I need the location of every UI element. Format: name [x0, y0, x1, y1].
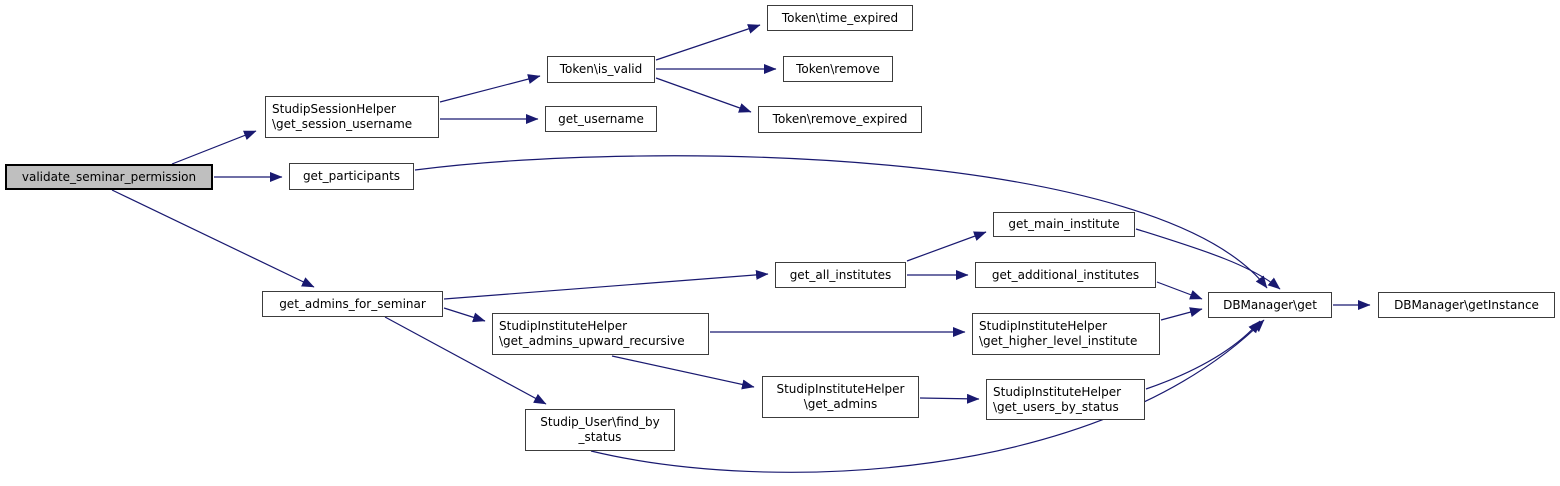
node-token-remove-expired[interactable]: Token\remove_expired — [758, 106, 922, 133]
node-token-remove[interactable]: Token\remove — [783, 56, 893, 82]
edge-users-by-status-to-dbmanager-get — [1145, 320, 1261, 390]
node-token-time-expired[interactable]: Token\time_expired — [767, 5, 913, 31]
node-get-admins-upward-recursive[interactable]: StudipInstituteHelper \get_admins_upward… — [492, 313, 709, 355]
node-get-admins[interactable]: StudipInstituteHelper \get_admins — [762, 376, 919, 418]
edge-admins-for-seminar-to-find-by-status — [384, 316, 547, 405]
edge-is-valid-to-remove-expired — [655, 77, 752, 113]
node-find-by-status[interactable]: Studip_User\find_by _status — [525, 409, 675, 451]
node-token-is-valid[interactable]: Token\is_valid — [547, 56, 655, 83]
edge-is-valid-to-time-expired — [655, 24, 761, 61]
edge-all-institutes-to-main-institute — [906, 231, 987, 262]
edge-upward-recursive-to-get-admins — [611, 355, 755, 390]
edge-participants-to-dbmanager-get — [414, 155, 1268, 289]
edge-get-admins-to-users-by-status — [919, 393, 980, 404]
node-get-username[interactable]: get_username — [545, 106, 657, 132]
node-validate-seminar-permission[interactable]: validate_seminar_permission — [5, 164, 213, 190]
edge-admins-for-seminar-to-all-institutes — [443, 269, 769, 300]
node-get-all-institutes[interactable]: get_all_institutes — [775, 262, 906, 288]
node-get-users-by-status[interactable]: StudipInstituteHelper \get_users_by_stat… — [986, 379, 1145, 420]
edge-higher-level-to-dbmanager-get — [1160, 307, 1203, 321]
edge-main-institute-to-dbmanager-get — [1135, 228, 1281, 290]
edge-find-by-status-to-dbmanager-get — [590, 319, 1265, 473]
edge-admins-for-seminar-to-upward-recursive — [443, 307, 486, 323]
node-get-main-institute[interactable]: get_main_institute — [993, 212, 1135, 237]
node-get-additional-institutes[interactable]: get_additional_institutes — [975, 262, 1156, 288]
edge-validate-to-session-username — [171, 130, 257, 165]
node-dbmanager-getinstance[interactable]: DBManager\getInstance — [1378, 292, 1555, 318]
edge-validate-to-admins-for-seminar — [111, 189, 315, 288]
node-dbmanager-get[interactable]: DBManager\get — [1208, 292, 1332, 318]
node-get-admins-for-seminar[interactable]: get_admins_for_seminar — [262, 291, 443, 317]
node-get-participants[interactable]: get_participants — [289, 163, 414, 190]
node-get-higher-level-institute[interactable]: StudipInstituteHelper \get_higher_level_… — [972, 313, 1160, 355]
edge-additional-institutes-to-dbmanager-get — [1156, 281, 1203, 300]
edge-session-username-to-is-valid — [439, 74, 541, 103]
node-get-session-username[interactable]: StudipSessionHelper \get_session_usernam… — [265, 96, 439, 138]
